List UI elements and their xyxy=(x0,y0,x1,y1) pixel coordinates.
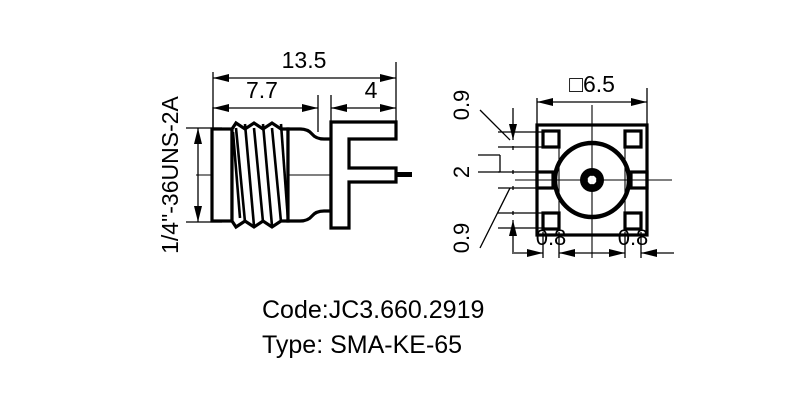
end-view-group: □6.5 xyxy=(449,71,674,258)
dimension-thread-to-shoulder: 7.7 xyxy=(213,77,318,112)
dimension-label-notch-bottom: 0.9 xyxy=(449,223,474,254)
caption-group: Code:JC3.660.2919 Type: SMA-KE-65 xyxy=(262,296,484,359)
dimension-label-pad-right: 0.8 xyxy=(618,225,649,250)
end-view-left-dimensions: 0.9 2 0.9 xyxy=(449,90,545,254)
end-view-bottom-dimensions: 0.8 0.8 xyxy=(512,225,674,258)
caption-type-line: Type: SMA-KE-65 xyxy=(262,331,462,359)
corner-notch-bottom-right xyxy=(623,211,643,231)
center-pin-side xyxy=(396,172,412,177)
side-view-group: 13.5 7.7 4 xyxy=(157,47,412,254)
coupling-collar xyxy=(210,127,234,223)
pcb-mount-tail xyxy=(329,120,398,230)
dimension-label-body-square: □6.5 xyxy=(569,71,615,97)
corner-notch-top-left xyxy=(541,129,561,149)
dimension-label-tail-length: 4 xyxy=(365,77,378,103)
corner-notch-bottom-left xyxy=(541,211,561,231)
dimension-tail-length: 4 xyxy=(331,77,396,112)
corner-notch-top-right xyxy=(623,129,643,149)
side-view-extension-lines xyxy=(212,62,397,132)
dimension-label-thread-to-shoulder: 7.7 xyxy=(246,77,278,103)
dimension-label-pad-left: 0.8 xyxy=(536,225,567,250)
dimension-overall-length: 13.5 xyxy=(213,47,396,82)
caption-code-line: Code:JC3.660.2919 xyxy=(262,296,484,324)
dimension-body-square: □6.5 xyxy=(536,71,648,128)
dimension-label-notch-top: 0.9 xyxy=(449,90,474,121)
dimension-label-notch-middle: 2 xyxy=(449,166,474,178)
dimension-label-overall-length: 13.5 xyxy=(282,47,327,73)
thread-spec-label: 1/4"-36UNS-2A xyxy=(157,95,183,253)
